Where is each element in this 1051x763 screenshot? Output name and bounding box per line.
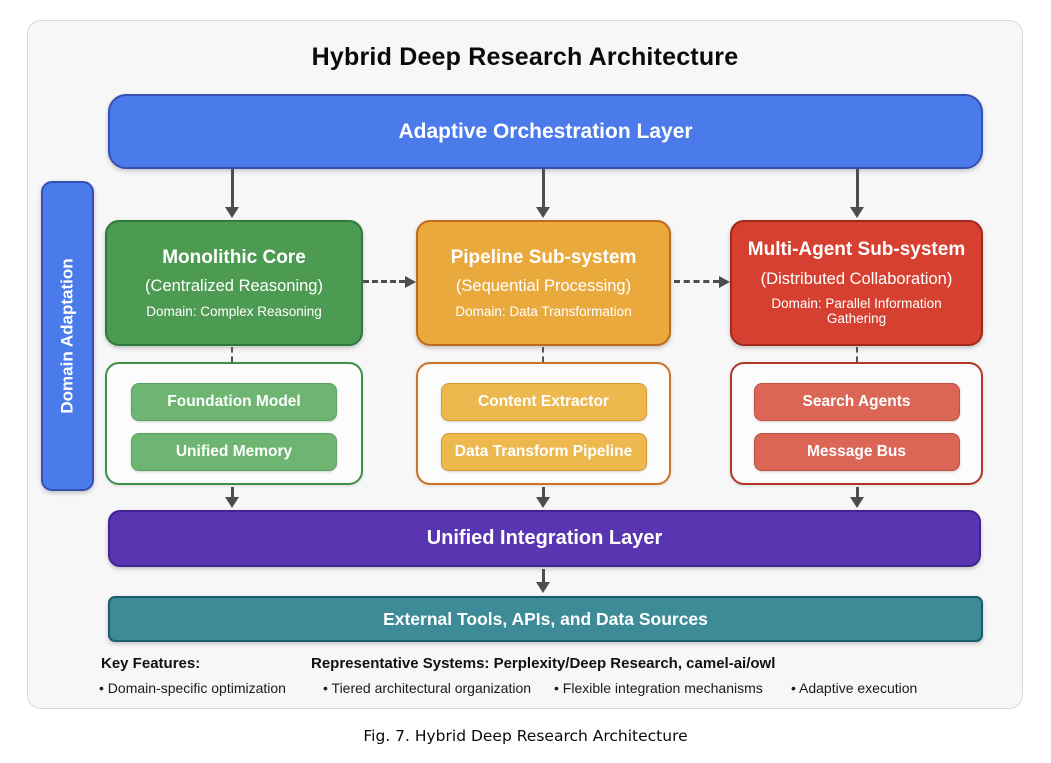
- arrow-orchestration-to-multiagent: [856, 169, 859, 208]
- subsystem-multiagent-box: Multi-Agent Sub-system (Distributed Coll…: [730, 220, 983, 346]
- figure-caption: Fig. 7. Hybrid Deep Research Architectur…: [363, 727, 688, 745]
- multiagent-domain: Domain: Parallel Information Gathering: [771, 296, 942, 326]
- feature-bullet-flexible-integration: • Flexible integration mechanisms: [554, 680, 763, 696]
- component-data-transform-pipeline: Data Transform Pipeline: [440, 433, 647, 471]
- key-features-label: Key Features:: [101, 655, 201, 672]
- external-tools-label: External Tools, APIs, and Data Sources: [383, 608, 708, 629]
- pipeline-components-group: Content Extractor Data Transform Pipelin…: [416, 362, 671, 485]
- orchestration-layer-box: Adaptive Orchestration Layer: [108, 94, 983, 169]
- connector-pipeline-components: [542, 347, 544, 362]
- monolithic-title: Monolithic Core: [162, 246, 306, 268]
- subsystem-pipeline-box: Pipeline Sub-system (Sequential Processi…: [416, 220, 671, 346]
- arrow-integration-to-external: [542, 569, 545, 583]
- multiagent-subtitle: (Distributed Collaboration): [760, 270, 953, 288]
- component-search-agents: Search Agents: [753, 383, 960, 421]
- connector-multiagent-components: [856, 347, 858, 362]
- integration-layer-label: Unified Integration Layer: [426, 527, 663, 549]
- subsystem-monolithic-box: Monolithic Core (Centralized Reasoning) …: [105, 220, 363, 346]
- representative-systems-label: Representative Systems: Perplexity/Deep …: [311, 655, 776, 672]
- arrow-monolithic-to-pipeline-dashed: [363, 275, 416, 288]
- component-foundation-model: Foundation Model: [131, 383, 337, 421]
- multiagent-title: Multi-Agent Sub-system: [747, 239, 966, 261]
- component-content-extractor: Content Extractor: [440, 383, 647, 421]
- arrow-monolithic-to-integration: [231, 487, 234, 498]
- domain-adaptation-box: Domain Adaptation: [41, 181, 94, 491]
- domain-adaptation-label: Domain Adaptation: [57, 258, 77, 414]
- monolithic-components-group: Foundation Model Unified Memory: [105, 362, 363, 485]
- feature-bullet-domain-optimization: • Domain-specific optimization: [99, 680, 286, 696]
- monolithic-subtitle: (Centralized Reasoning): [145, 277, 323, 296]
- component-unified-memory: Unified Memory: [131, 433, 337, 471]
- pipeline-domain: Domain: Data Transformation: [455, 303, 632, 319]
- component-message-bus: Message Bus: [753, 433, 960, 471]
- arrow-orchestration-to-monolithic: [231, 169, 234, 208]
- diagram-title: Hybrid Deep Research Architecture: [311, 43, 739, 71]
- monolithic-domain: Domain: Complex Reasoning: [146, 303, 322, 319]
- arrow-pipeline-to-integration: [542, 487, 545, 498]
- connector-monolithic-components: [231, 347, 233, 362]
- external-tools-box: External Tools, APIs, and Data Sources: [108, 596, 983, 642]
- orchestration-layer-label: Adaptive Orchestration Layer: [398, 119, 693, 143]
- pipeline-subtitle: (Sequential Processing): [455, 277, 632, 296]
- arrow-orchestration-to-pipeline: [542, 169, 545, 208]
- arrow-multiagent-to-integration: [856, 487, 859, 498]
- integration-layer-box: Unified Integration Layer: [108, 510, 981, 567]
- arrow-pipeline-to-multiagent-dashed: [674, 275, 730, 288]
- feature-bullet-tiered-organization: • Tiered architectural organization: [323, 680, 532, 696]
- diagram-panel: Hybrid Deep Research Architecture Adapti…: [27, 20, 1023, 709]
- feature-bullet-adaptive-execution: • Adaptive execution: [791, 680, 918, 696]
- multiagent-components-group: Search Agents Message Bus: [730, 362, 983, 485]
- pipeline-title: Pipeline Sub-system: [450, 246, 637, 268]
